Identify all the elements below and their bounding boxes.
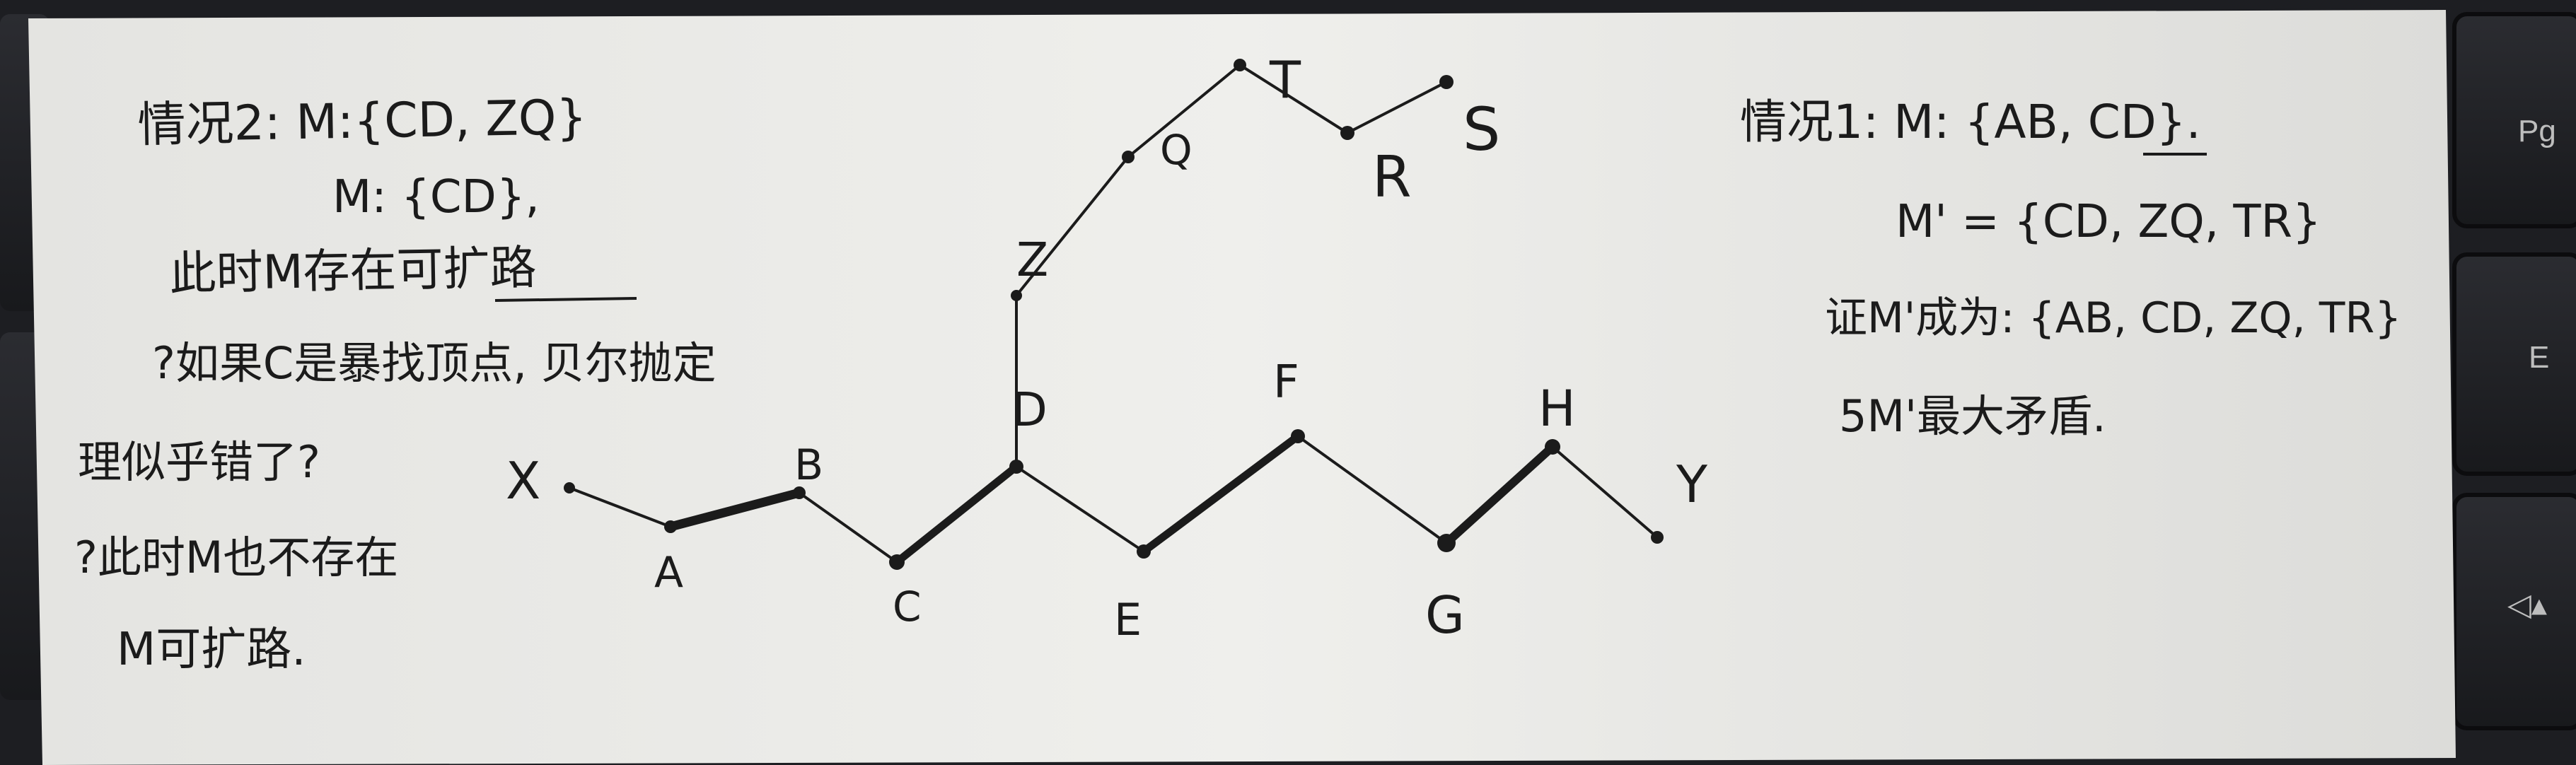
label-r: R [1372, 144, 1412, 210]
keyboard-key [2452, 252, 2576, 476]
edge-t-r [1238, 64, 1349, 134]
vertex-r [1340, 126, 1354, 140]
label-s: S [1463, 95, 1500, 164]
right-note-line-2: M' = {CD, ZQ, TR} [1896, 196, 2321, 248]
vertex-t [1234, 59, 1246, 71]
edge-z-q [1015, 156, 1130, 297]
right-note: 情况1: M: {AB, CD}. M' = {CD, ZQ, TR} 证M'成… [1740, 95, 2401, 442]
left-note-line-3: 此时M存在可扩路 [169, 240, 537, 301]
edge-d-e [1015, 465, 1145, 553]
edge-c-d-matched [893, 462, 1021, 566]
left-note-line-6: ?此时M也不存在 [74, 532, 398, 583]
label-d: D [1011, 382, 1048, 437]
vertex-s [1439, 75, 1454, 89]
vertex-c [889, 554, 905, 570]
edge-b-c [798, 491, 898, 563]
graph-labels: X A B C D E F G H Y Z Q T R S [506, 50, 1708, 646]
edge-h-y [1551, 445, 1659, 539]
key-label-pg: Pg [2518, 114, 2556, 148]
graph-edges [568, 64, 1659, 566]
left-note-line-4: ?如果C是暴找顶点, 贝尔抛定 [152, 337, 716, 389]
edge-r-s [1346, 81, 1448, 134]
edge-f-g [1296, 435, 1448, 544]
key-label-volume: ◁▴ [2507, 588, 2547, 622]
label-g: G [1425, 585, 1465, 645]
vertex-y [1651, 531, 1664, 544]
keyboard-key [2452, 493, 2576, 730]
underline-augmenting-path [494, 297, 637, 302]
label-q: Q [1160, 126, 1193, 174]
vertex-f [1291, 429, 1305, 443]
label-y: Y [1676, 455, 1708, 514]
vertex-q [1122, 151, 1135, 163]
edge-x-a [568, 486, 672, 528]
vertex-b [793, 486, 806, 499]
label-t: T [1269, 50, 1301, 110]
label-e: E [1114, 594, 1142, 646]
vertex-a [664, 520, 677, 533]
left-note-line-2: M: {CD}, [332, 171, 540, 223]
label-a: A [654, 548, 683, 597]
left-note-line-7: M可扩路. [117, 624, 306, 676]
label-f: F [1273, 356, 1299, 409]
vertex-d [1009, 460, 1023, 474]
vertex-z [1011, 290, 1022, 301]
edge-a-b-matched [666, 488, 804, 532]
vertex-h [1545, 439, 1560, 455]
edge-e-f-matched [1139, 432, 1302, 556]
paper-sheet [28, 10, 2456, 765]
vertex-x [564, 482, 575, 494]
graph-vertices [564, 59, 1664, 570]
left-note: 情况2: M:{CD, ZQ} M: {CD}, 此时M存在可扩路 ?如果C是暴… [74, 90, 716, 676]
keyboard-key [2452, 12, 2576, 228]
left-note-line-1: 情况2: M:{CD, ZQ} [137, 90, 587, 153]
vertex-g [1437, 534, 1456, 552]
label-c: C [893, 583, 922, 631]
left-note-line-5: 理似乎错了? [78, 436, 320, 488]
key-label-e: E [2529, 340, 2549, 375]
right-note-line-3: 证M'成为: {AB, CD, ZQ, TR} [1825, 293, 2401, 343]
right-note-line-4: 5M'最大矛盾. [1839, 390, 2106, 442]
label-b: B [794, 440, 823, 490]
vertex-e [1137, 544, 1151, 559]
edge-q-t [1127, 64, 1241, 158]
label-x: X [506, 451, 540, 510]
label-h: H [1538, 380, 1576, 438]
right-note-line-1: 情况1: M: {AB, CD}. [1740, 95, 2201, 149]
edge-g-h-matched [1442, 443, 1557, 547]
label-z: Z [1016, 233, 1048, 287]
